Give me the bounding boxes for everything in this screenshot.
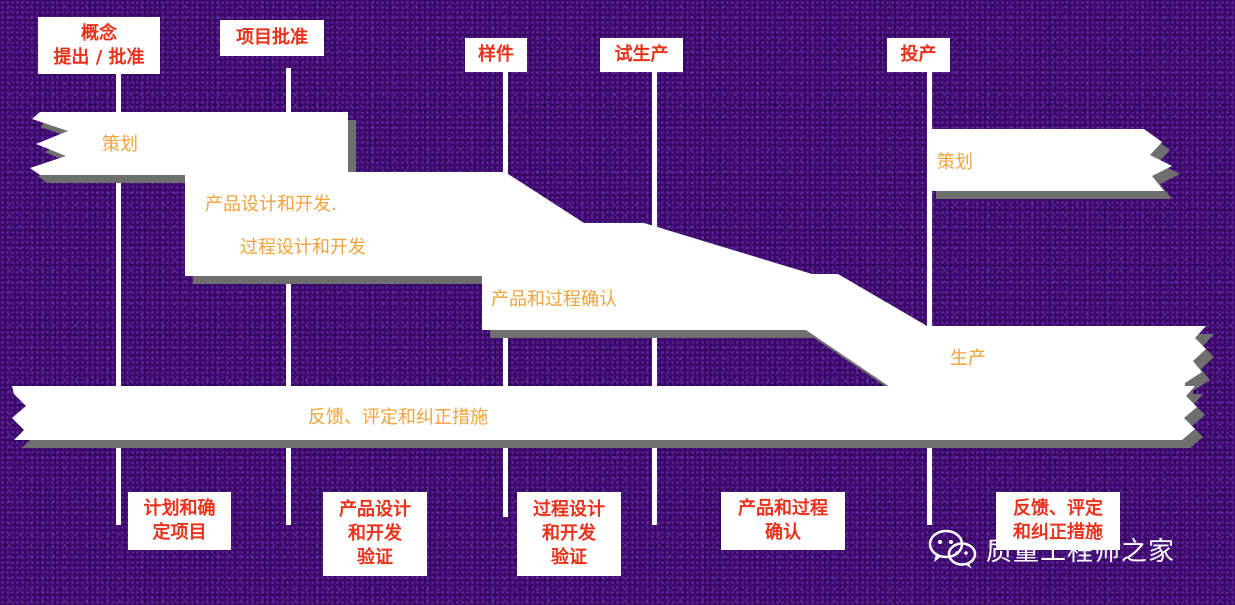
phase-label-feedback: 反馈、评定和纠正措施	[308, 407, 488, 428]
milestone-trial-production: 试生产	[600, 38, 683, 72]
output-feedback: 反馈、评定 和纠正措施	[996, 492, 1120, 550]
planning-right-band	[928, 129, 1172, 191]
milestone-project-approval: 项目批准	[220, 20, 324, 56]
output-process-design: 过程设计 和开发 验证	[517, 492, 621, 576]
phase-label-process-design: 过程设计和开发	[240, 237, 366, 258]
output-product-design: 产品设计 和开发 验证	[323, 492, 427, 576]
milestone-sample: 样件	[465, 38, 527, 72]
milestone-line-concept	[116, 70, 121, 525]
design-band	[185, 172, 1206, 387]
phase-label-validation: 产品和过程确认	[491, 289, 617, 310]
feedback-band	[12, 386, 1197, 440]
milestone-line-project	[286, 68, 291, 525]
output-validation: 产品和过程 确认	[721, 492, 845, 550]
milestone-line-launch	[927, 70, 932, 525]
phase-label-product-design: 产品设计和开发.	[205, 194, 337, 215]
watermark-text: 质量工程师之家	[986, 536, 1176, 567]
phase-label-planning: 策划	[102, 134, 138, 155]
watermark: 质量工程师之家	[928, 528, 1175, 570]
milestone-launch: 投产	[887, 38, 950, 72]
phase-label-production: 生产	[950, 348, 986, 369]
planning-band	[30, 112, 348, 175]
wechat-icon	[928, 529, 977, 569]
output-plan: 计划和确 定项目	[128, 492, 231, 550]
milestone-concept: 概念 提出 / 批准	[38, 17, 160, 74]
phase-label-planning-right: 策划	[937, 152, 973, 173]
